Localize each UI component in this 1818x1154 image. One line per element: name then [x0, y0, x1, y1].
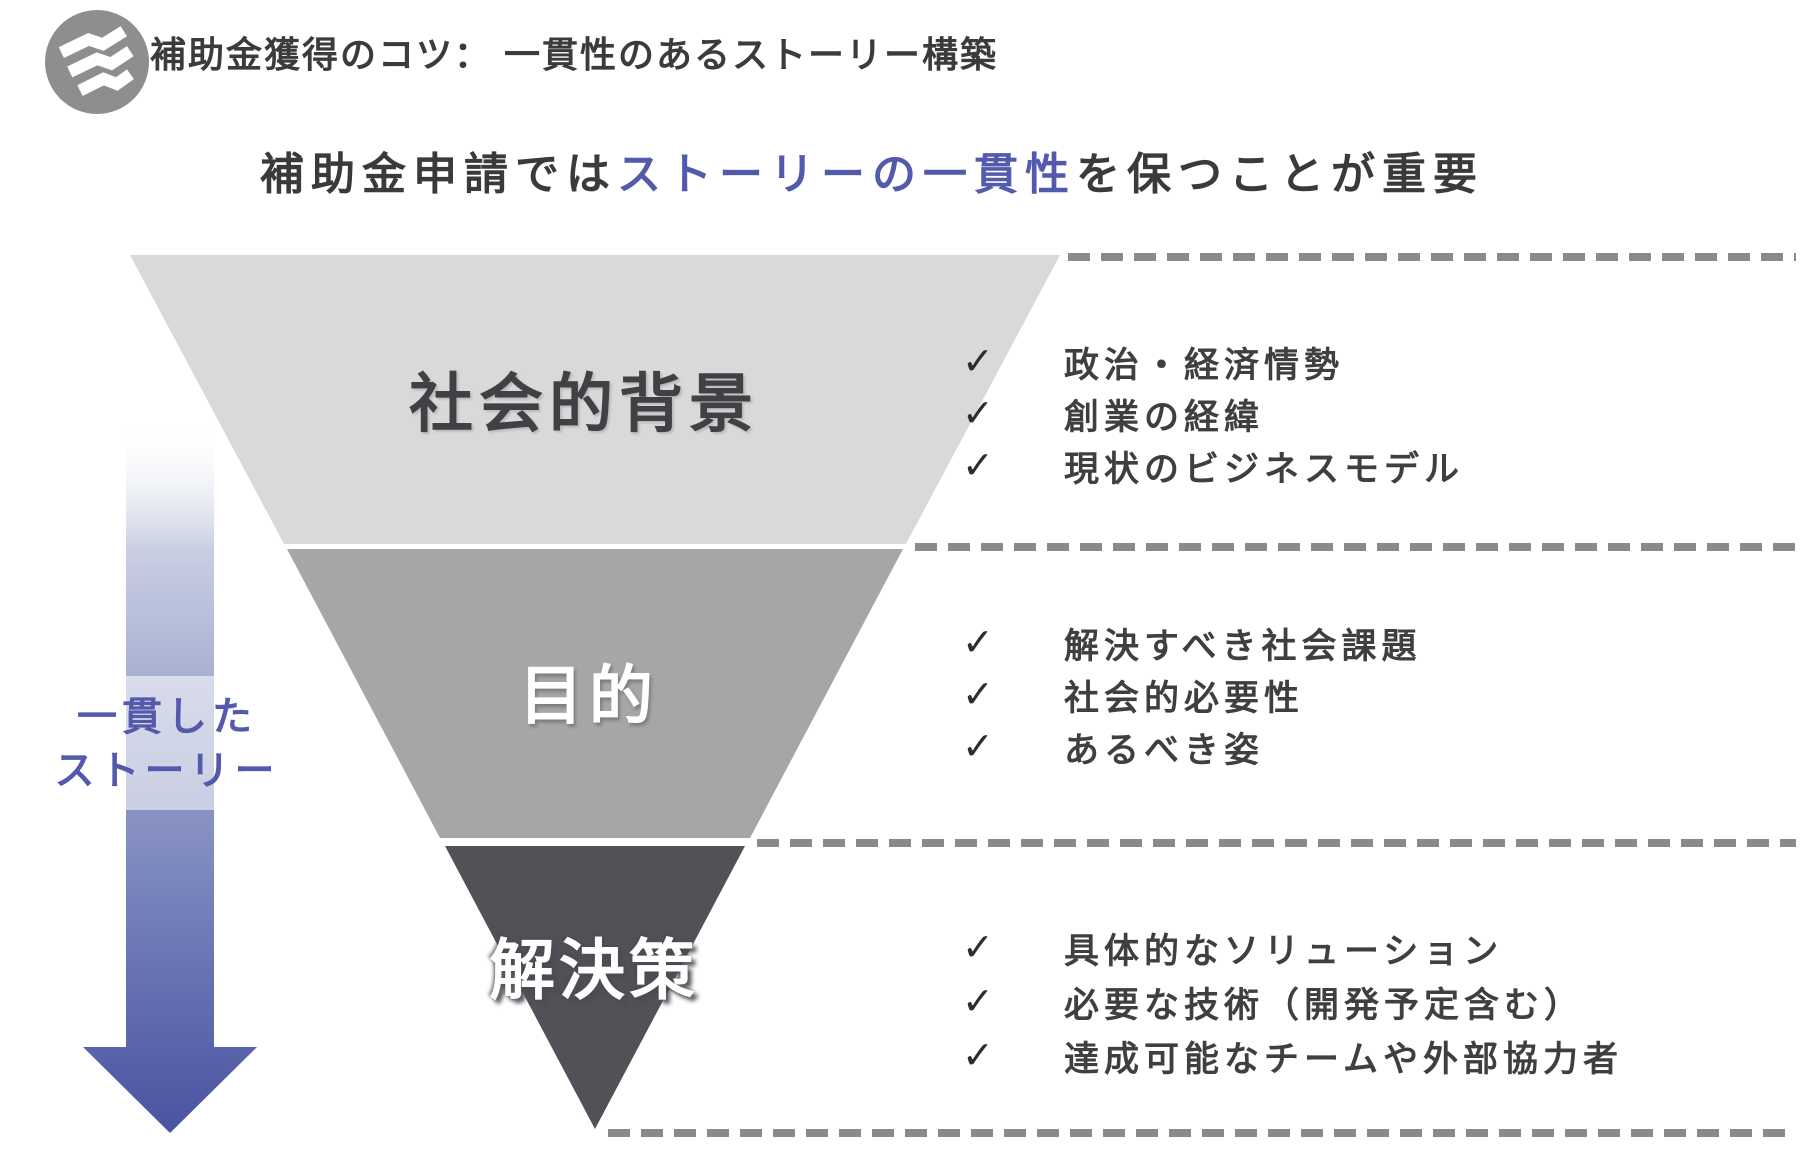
list-item: ✓ 政治・経済情勢: [962, 336, 1464, 388]
check-icon: ✓: [962, 981, 994, 1023]
arrow-label-line2: ストーリー: [54, 749, 280, 793]
list-item: ✓ 創業の経緯: [962, 388, 1464, 440]
list-item-label: 達成可能なチームや外部協力者: [1064, 1039, 1623, 1079]
checklist-level-3: ✓ 具体的なソリューション ✓ 必要な技術（開発予定含む） ✓ 達成可能なチーム…: [962, 921, 1623, 1083]
page-title: 補助金獲得のコツ： 一貫性のあるストーリー構築: [150, 34, 999, 75]
list-item-label: 必要な技術（開発予定含む）: [1064, 985, 1585, 1025]
check-icon: ✓: [962, 622, 994, 664]
list-item: ✓ 解決すべき社会課題: [962, 617, 1422, 669]
list-item-label: 社会的必要性: [1064, 678, 1305, 718]
slide-subtitle: 補助金申請ではストーリーの一貫性を保つことが重要: [260, 138, 1484, 202]
check-icon: ✓: [962, 674, 994, 716]
list-item-label: 具体的なソリューション: [1064, 931, 1504, 971]
check-icon: ✓: [962, 927, 994, 969]
list-item: ✓ 具体的なソリューション: [962, 921, 1623, 975]
checklist-level-1: ✓ 政治・経済情勢 ✓ 創業の経緯 ✓ 現状のビジネスモデル: [962, 336, 1464, 492]
list-item-label: 政治・経済情勢: [1064, 345, 1345, 385]
list-item-label: 創業の経緯: [1064, 397, 1265, 437]
funnel-level-2-shape: [287, 549, 903, 838]
consistency-arrow-label: 一貫した ストーリー: [46, 676, 288, 810]
checklist-level-2: ✓ 解決すべき社会課題 ✓ 社会的必要性 ✓ あるべき姿: [962, 617, 1422, 773]
check-icon: ✓: [962, 726, 994, 768]
list-item: ✓ 必要な技術（開発予定含む）: [962, 975, 1623, 1029]
list-item: ✓ 現状のビジネスモデル: [962, 440, 1464, 492]
subtitle-pre: 補助金申請では: [260, 150, 617, 199]
dashed-guides: [608, 253, 1796, 1137]
funnel-level-2-label: 目的: [519, 660, 659, 732]
check-icon: ✓: [962, 1035, 994, 1077]
funnel-level-3-shape: [445, 846, 745, 1129]
list-item: ✓ あるべき姿: [962, 721, 1422, 773]
waves-logo-icon: [45, 10, 149, 114]
subtitle-highlight: ストーリーの一貫性: [617, 150, 1076, 199]
list-item-label: 解決すべき社会課題: [1064, 626, 1422, 666]
list-item: ✓ 達成可能なチームや外部協力者: [962, 1029, 1623, 1083]
check-icon: ✓: [962, 393, 994, 435]
funnel-level-1-shape: [130, 255, 1060, 544]
check-icon: ✓: [962, 341, 994, 383]
subtitle-post: を保つことが重要: [1076, 150, 1484, 199]
list-item: ✓ 社会的必要性: [962, 669, 1422, 721]
list-item-label: あるべき姿: [1064, 730, 1265, 770]
funnel-level-3-label: 解決策: [489, 933, 699, 1007]
arrow-label-line1: 一貫した: [77, 695, 257, 739]
funnel-level-1-label: 社会的背景: [409, 368, 759, 440]
list-item-label: 現状のビジネスモデル: [1064, 449, 1465, 489]
check-icon: ✓: [962, 445, 994, 487]
